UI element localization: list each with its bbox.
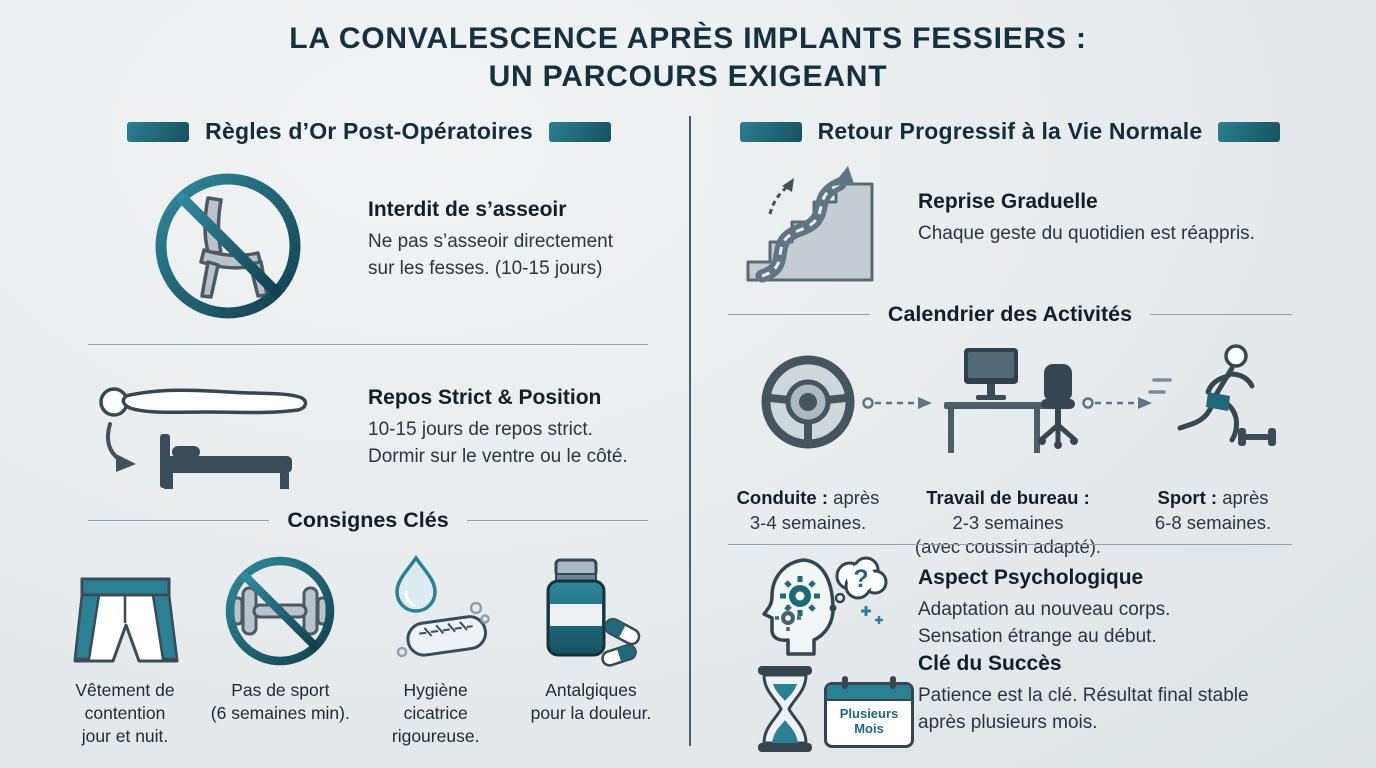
left-column-header: Règles d’Or Post-Opératoires [88, 118, 650, 145]
upward-path-icon [742, 158, 887, 288]
header-accent-bar-icon [1218, 121, 1281, 142]
psychology-text: Aspect Psychologique Adaptation au nouve… [918, 566, 1170, 650]
header-accent-bar-icon [127, 121, 190, 142]
activity-calendar-heading: Calendrier des Activités [887, 302, 1133, 326]
scar-hygiene-icon [380, 548, 492, 670]
painkillers-icon [532, 548, 650, 670]
page-title: LA CONVALESCENCE APRÈS IMPLANTS FESSIERS… [0, 20, 1376, 95]
section-divider [728, 544, 1292, 545]
activity-label: Conduite : [736, 487, 829, 509]
rest-heading: Repos Strict & Position [368, 386, 602, 409]
rest-position-icon [88, 356, 318, 511]
success-body: Patience est la clé. Résultat final stab… [918, 685, 1249, 733]
activity-text: après 6-8 semaines. [1154, 487, 1272, 533]
divider-line [88, 520, 270, 521]
section-divider [88, 344, 648, 345]
title-line-2: UN PARCOURS EXIGEANT [488, 59, 888, 93]
flow-arrow-icon [862, 394, 934, 417]
key-instructions-row: Vêtement de contention jour et nuit. [52, 548, 664, 747]
running-sport-icon [1148, 342, 1283, 462]
header-accent-bar-icon [739, 121, 802, 142]
column-divider [689, 116, 691, 746]
no-sport-icon [221, 548, 339, 670]
activity-label: Travail de bureau : [926, 487, 1090, 509]
gradual-return-body: Chaque geste du quotidien est réappris. [918, 223, 1255, 244]
item-caption: Hygiène cicatrice rigoureuse. [391, 680, 480, 746]
calendar-ring [890, 676, 896, 689]
key-instructions-divider: Consignes Clés [88, 508, 649, 533]
header-accent-bar-icon [548, 121, 611, 142]
divider-line [1150, 314, 1293, 315]
divider-line [728, 314, 870, 315]
question-mark-glyph: ? [853, 565, 868, 593]
left-column-title: Règles d’Or Post-Opératoires [205, 118, 533, 144]
item-caption: Vêtement de contention jour et nuit. [75, 680, 175, 746]
title-line-1: LA CONVALESCENCE APRÈS IMPLANTS FESSIERS… [289, 22, 1087, 55]
no-sitting-heading: Interdit de s’asseoir [368, 198, 567, 221]
activity-calendar-divider: Calendrier des Activités [728, 302, 1293, 327]
hourglass-icon [756, 664, 814, 759]
office-desk-icon [938, 342, 1080, 462]
psychology-heading: Aspect Psychologique [918, 566, 1144, 589]
no-sitting-icon [146, 164, 311, 334]
calendar-label: Plusieurs Mois [839, 705, 899, 736]
activity-label: Sport : [1157, 487, 1218, 509]
gradual-return-text: Reprise Graduelle Chaque geste du quotid… [918, 190, 1255, 248]
psychology-body: Adaptation au nouveau corps. Sensation é… [918, 599, 1171, 647]
calendar-icon: Plusieurs Mois [824, 676, 914, 748]
activity-text: 2-3 semaines (avec coussin adapté). [914, 511, 1102, 558]
rest-text: Repos Strict & Position 10-15 jours de r… [368, 386, 628, 470]
mind-gears-icon: ? [748, 552, 890, 669]
calendar-ring [842, 676, 848, 689]
success-text: Clé du Succès Patience est la clé. Résul… [918, 652, 1249, 736]
item-caption: Pas de sport (6 semaines min). [210, 680, 350, 723]
divider-line [466, 520, 649, 521]
no-sitting-text: Interdit de s’asseoir Ne pas s’asseoir d… [368, 198, 613, 282]
activity-text: après 3-4 semaines. [749, 487, 880, 533]
item-caption: Antalgiques pour la douleur. [530, 680, 652, 723]
gradual-return-heading: Reprise Graduelle [918, 190, 1098, 213]
key-instruction-item: Hygiène cicatrice rigoureuse. [363, 548, 509, 747]
no-sitting-body: Ne pas s’asseoir directement sur les fes… [368, 231, 613, 279]
key-instruction-item: Pas de sport (6 semaines min). [207, 548, 353, 747]
success-heading: Clé du Succès [918, 652, 1062, 675]
right-column-header: Retour Progressif à la Vie Normale [724, 118, 1296, 145]
flow-arrow-icon [1082, 394, 1154, 417]
activity-caption-driving: Conduite : après 3-4 semaines. [723, 462, 893, 535]
right-column-title: Retour Progressif à la Vie Normale [817, 118, 1203, 144]
rest-body: 10-15 jours de repos strict. Dormir sur … [368, 419, 628, 467]
activity-caption-office: Travail de bureau : 2-3 semaines (avec c… [902, 462, 1114, 560]
activity-caption-sport: Sport : après 6-8 semaines. [1133, 462, 1293, 535]
calendar-header [827, 685, 911, 701]
steering-wheel-icon [760, 354, 856, 455]
compression-garment-icon [68, 548, 183, 670]
key-instruction-item: Antalgiques pour la douleur. [518, 548, 664, 747]
key-instruction-item: Vêtement de contention jour et nuit. [52, 548, 198, 747]
key-instructions-heading: Consignes Clés [287, 508, 449, 532]
